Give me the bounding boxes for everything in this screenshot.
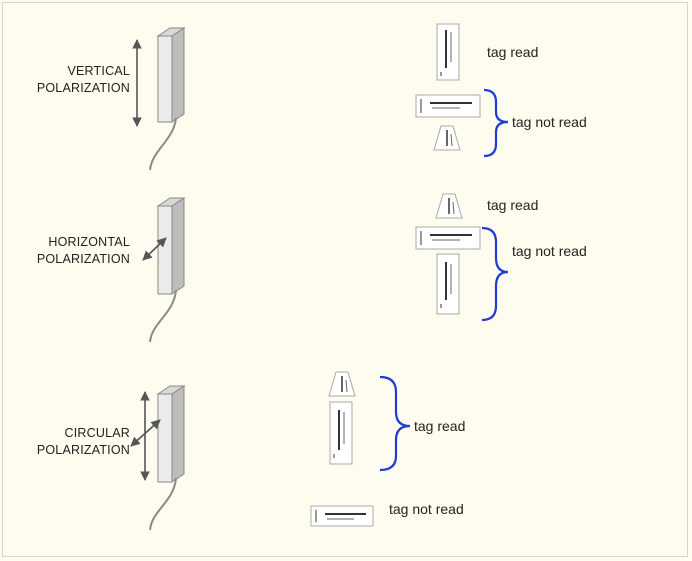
tag-angled-s2 (436, 194, 462, 218)
s2-tag-read-label: tag read (487, 197, 538, 213)
label-line: POLARIZATION (37, 442, 130, 459)
vertical-antenna-icon (150, 28, 184, 170)
tag-vertical-s1 (437, 24, 459, 80)
tag-horizontal-s2 (416, 227, 480, 249)
s1-tag-read-label: tag read (487, 44, 538, 60)
tag-vertical-s3 (330, 402, 352, 464)
s1-tag-not-read-label: tag not read (512, 114, 587, 130)
circular-antenna-icon (150, 386, 184, 530)
tag-angled-s1 (434, 126, 460, 150)
vertical-polarization-label: VERTICAL POLARIZATION (37, 63, 130, 97)
tag-angled-s3 (329, 372, 355, 396)
brace-s2-not-read (482, 228, 508, 320)
horizontal-polarization-label: HORIZONTAL POLARIZATION (37, 234, 130, 268)
tag-vertical-s2 (437, 254, 459, 314)
s3-tag-not-read-label: tag not read (389, 501, 464, 517)
brace-s3-read (380, 377, 410, 470)
label-line: HORIZONTAL (37, 234, 130, 251)
horizontal-antenna-icon (150, 198, 184, 342)
label-line: POLARIZATION (37, 80, 130, 97)
circular-polarization-label: CIRCULAR POLARIZATION (37, 425, 130, 459)
label-line: CIRCULAR (37, 425, 130, 442)
tag-horizontal-s3 (311, 506, 373, 526)
brace-s1-not-read (484, 90, 508, 156)
label-line: VERTICAL (37, 63, 130, 80)
tag-horizontal-s1 (416, 95, 480, 117)
label-line: POLARIZATION (37, 251, 130, 268)
s3-tag-read-label: tag read (414, 418, 465, 434)
s2-tag-not-read-label: tag not read (512, 243, 587, 259)
